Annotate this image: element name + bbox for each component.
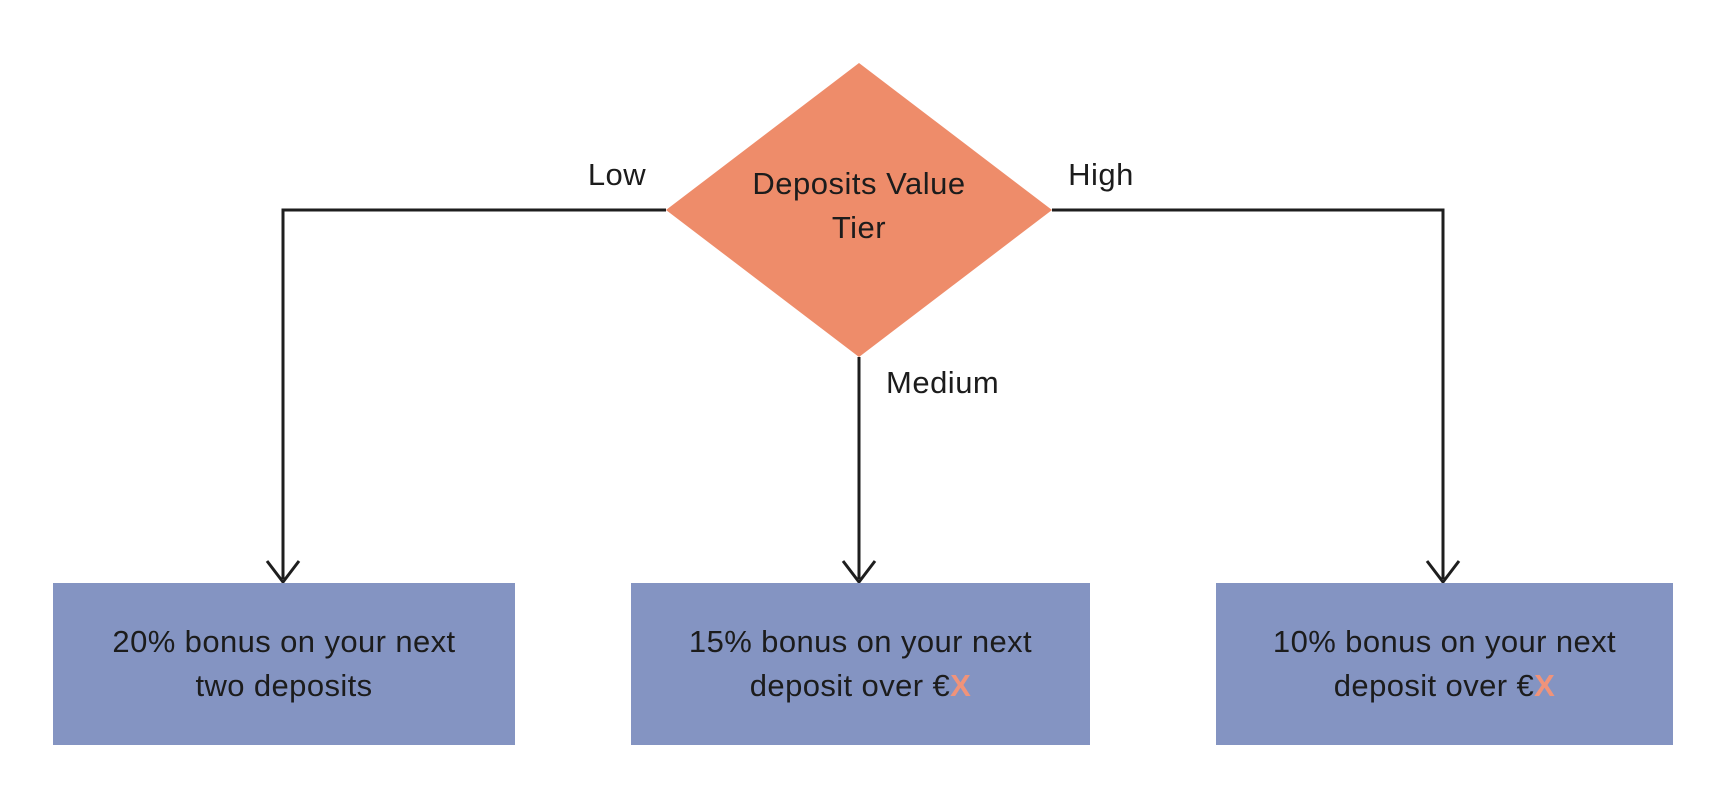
outcome-high-line2: deposit over €X [1333, 668, 1556, 703]
outcome-box-medium: 15% bonus on your next deposit over €X [631, 583, 1090, 745]
outcome-high-line1: 10% bonus on your next [1272, 624, 1617, 659]
connector-high-branch [1052, 208, 1445, 579]
highlight-value: X [950, 668, 972, 703]
decision-node-label: Deposits Value Tier [709, 158, 1009, 254]
arrowhead-low-icon [265, 560, 301, 585]
branch-label-low: Low [587, 157, 647, 192]
outcome-medium-line1: 15% bonus on your next [688, 624, 1033, 659]
decision-diamond [666, 63, 1052, 357]
outcome-low-line2: two deposits [195, 668, 373, 703]
branch-label-high: High [1068, 157, 1134, 192]
decision-label-line2: Tier [831, 210, 887, 245]
outcome-medium-line2: deposit over €X [749, 668, 972, 703]
branch-label-medium: Medium [886, 365, 1000, 400]
connector-low-branch [281, 208, 666, 579]
outcome-box-high: 10% bonus on your next deposit over €X [1216, 583, 1673, 745]
outcome-box-low: 20% bonus on your next two deposits [53, 583, 515, 745]
arrowhead-medium-icon [841, 560, 877, 585]
highlight-value: X [1534, 668, 1556, 703]
arrowhead-high-icon [1425, 560, 1461, 585]
decision-label-line1: Deposits Value [752, 166, 966, 201]
outcome-low-line1: 20% bonus on your next [112, 624, 456, 659]
